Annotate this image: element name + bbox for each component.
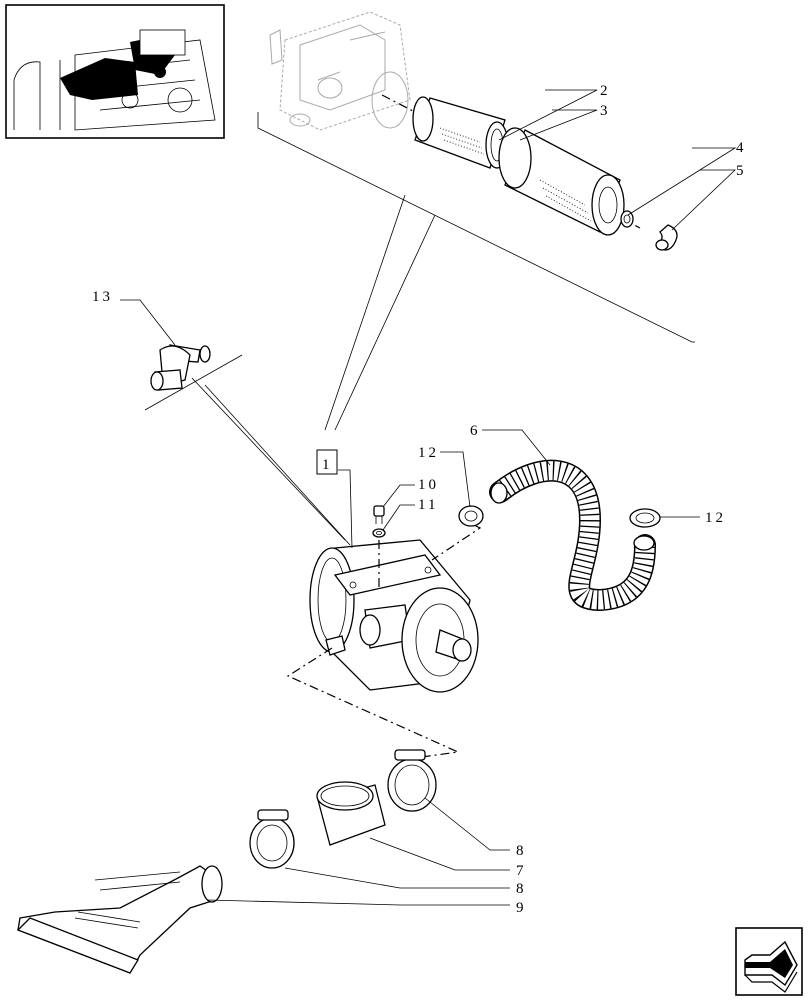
inner-filter-cartridge-part[interactable] — [412, 96, 509, 169]
hose-clamp-upper-part[interactable] — [458, 505, 484, 527]
callout-2: 2 — [600, 83, 611, 99]
elbow-fitting-part[interactable] — [655, 224, 678, 251]
next-page-arrow-icon[interactable] — [735, 927, 803, 996]
callout-9: 9 — [516, 900, 527, 916]
air-cleaner-assembly-part[interactable] — [309, 539, 479, 693]
callout-7: 7 — [516, 863, 527, 879]
hose-clamp-lower-right-part[interactable] — [387, 749, 437, 812]
callout-12-right: 12 — [705, 510, 726, 526]
callout-13: 13 — [92, 289, 113, 305]
callout-6: 6 — [470, 423, 481, 439]
corrugated-hose-part[interactable] — [489, 459, 656, 612]
air-intake-scoop-part[interactable] — [16, 865, 223, 974]
washer-part[interactable] — [372, 528, 386, 538]
callout-4: 4 — [736, 140, 747, 156]
leader-lines — [120, 89, 737, 906]
callout-5: 5 — [736, 163, 747, 179]
outer-filter-element-part[interactable] — [498, 127, 625, 236]
rubber-sleeve-part[interactable] — [316, 781, 386, 846]
engine-location-thumbnail-icon[interactable] — [5, 4, 225, 139]
dust-valve-part[interactable] — [150, 344, 211, 391]
seal-ring-part[interactable] — [620, 210, 634, 228]
bolt-part[interactable] — [373, 505, 385, 524]
callout-3: 3 — [600, 103, 611, 119]
callout-box-part-1 — [316, 449, 338, 475]
callout-1: 1 — [322, 457, 333, 473]
callout-8-upper: 8 — [516, 843, 527, 859]
callout-11: 11 — [418, 497, 438, 513]
callout-8-lower: 8 — [516, 881, 527, 897]
air-cleaner-housing-outline — [269, 11, 411, 131]
callout-12-left: 12 — [418, 445, 439, 461]
callout-10: 10 — [418, 477, 439, 493]
hose-clamp-right-part[interactable] — [629, 508, 661, 528]
hose-clamp-lower-left-part[interactable] — [249, 809, 295, 869]
